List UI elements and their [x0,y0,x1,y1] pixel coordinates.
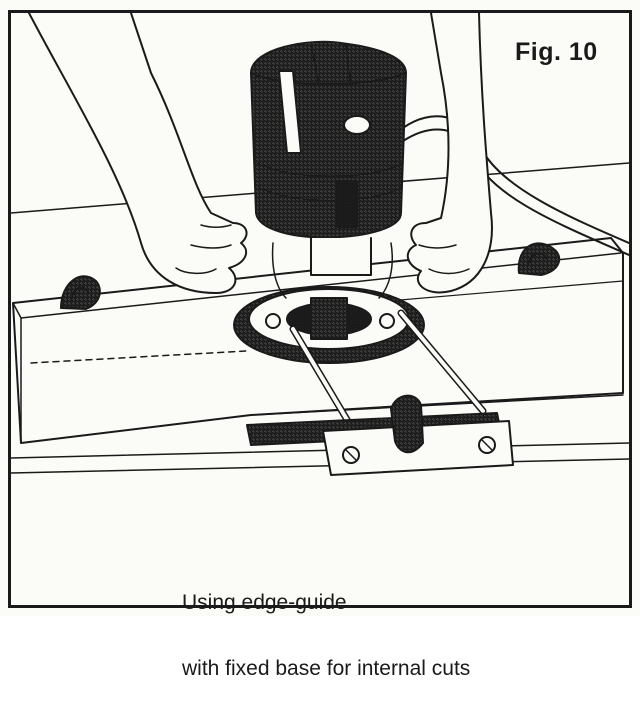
router-motor [250,40,407,299]
edge-guide-rods [289,309,487,427]
figure-label: Fig. 10 [515,38,598,66]
router-base [233,286,425,364]
figure-caption: Using edge-guide with fixed base for int… [182,548,470,724]
router-edge-guide-illustration [11,13,629,483]
caption-line-1: Using edge-guide [182,591,347,614]
figure-page: Fig. 10 Using edge-guide with fixed base… [8,10,632,680]
caption-line-2: with fixed base for internal cuts [182,657,471,680]
figure-border [8,10,632,608]
edge-guide-fence [246,394,514,476]
left-hand [28,13,248,294]
clamp-left [60,275,101,310]
clamp-right [517,242,561,276]
right-hand [406,13,493,294]
